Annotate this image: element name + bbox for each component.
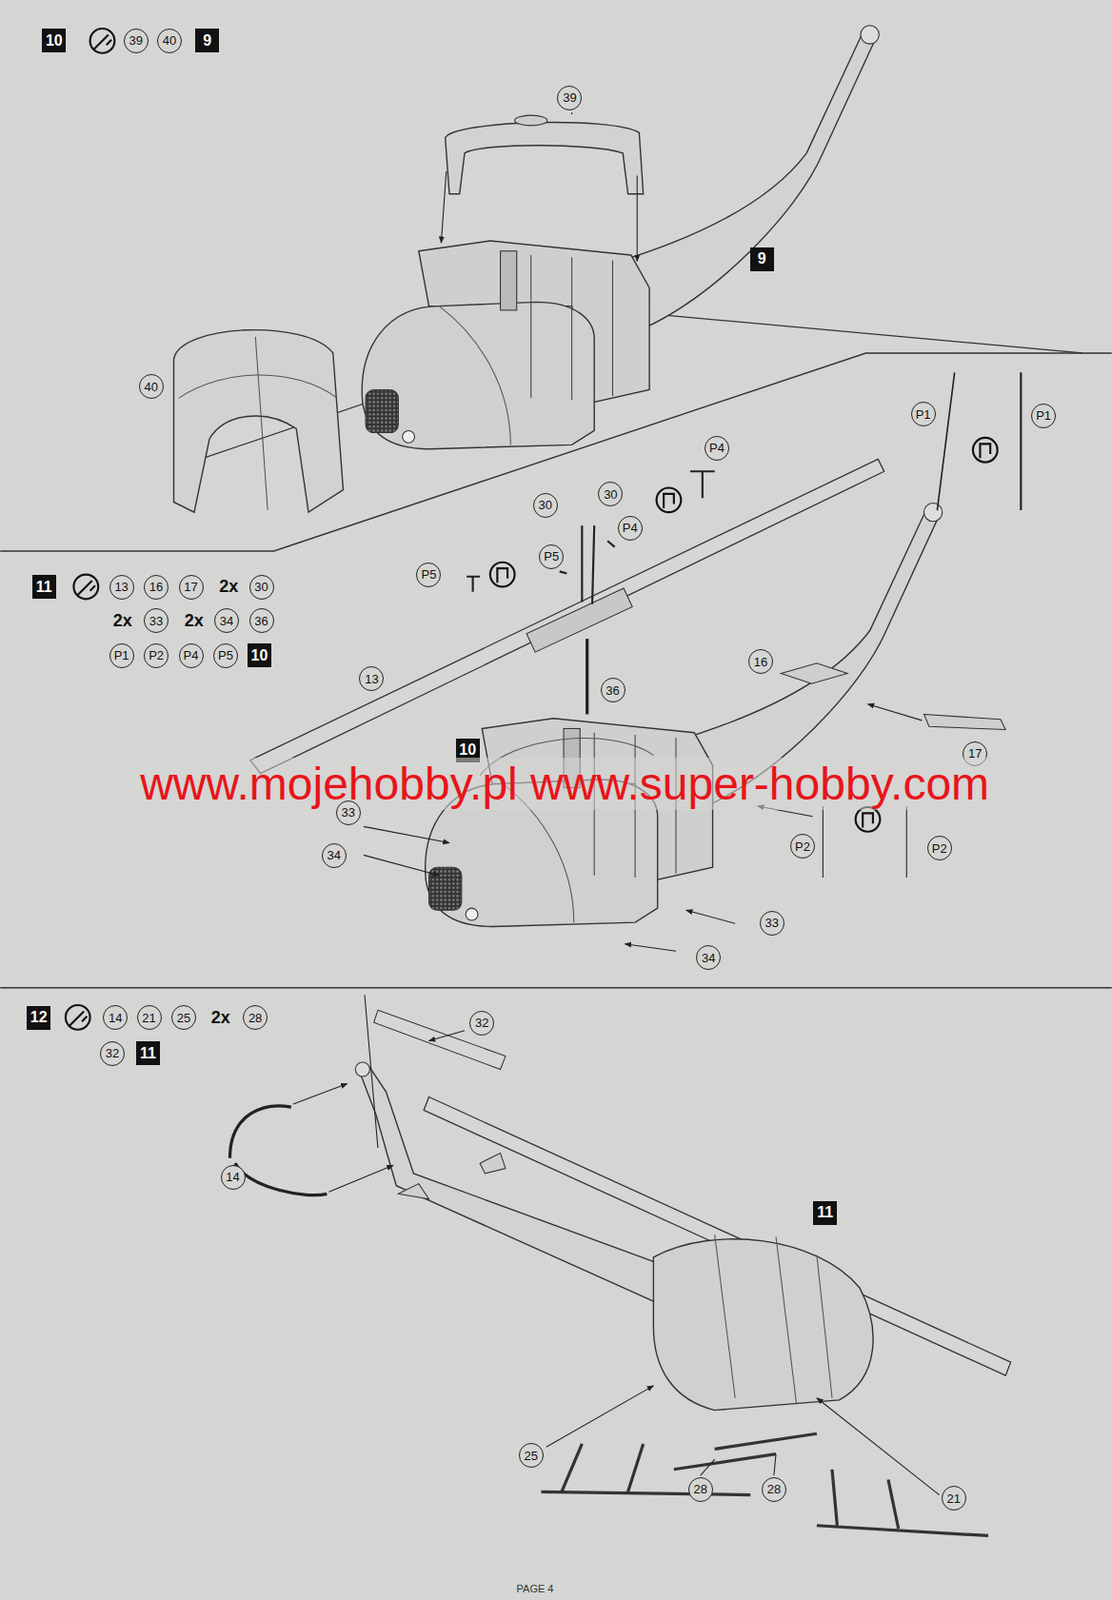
- callout-number: P5: [538, 544, 564, 570]
- callout-number: 39: [556, 85, 582, 111]
- callout-number: P2: [143, 643, 169, 669]
- callout-number: P4: [617, 516, 643, 541]
- callout-number: 16: [748, 649, 774, 675]
- callout-number: 39: [123, 28, 149, 54]
- callout-number: P4: [704, 436, 730, 461]
- callout-number: 14: [102, 1005, 128, 1031]
- callout-number: 21: [941, 1486, 967, 1511]
- callout-number: 28: [688, 1477, 714, 1503]
- callout-number: 34: [321, 843, 347, 869]
- step-number: 11: [813, 1201, 837, 1226]
- callout-number: P1: [1031, 403, 1056, 429]
- callout-number: P1: [911, 401, 936, 427]
- callout-number: P1: [109, 643, 135, 669]
- quantity-label: 2x: [217, 576, 240, 597]
- callout-number: 30: [533, 493, 558, 518]
- watermark: www.mojehobby.pl www.super-hobby.com: [138, 757, 992, 811]
- callout-number: P2: [927, 835, 953, 861]
- step-number: 11: [32, 575, 57, 599]
- callout-number: 13: [358, 666, 384, 692]
- callout-number: 25: [518, 1443, 544, 1469]
- step-number: 11: [136, 1041, 160, 1066]
- callout-number: 30: [249, 575, 275, 600]
- callout-number: 33: [336, 800, 361, 826]
- step-number: 9: [750, 247, 775, 272]
- callout-number: 40: [139, 374, 164, 399]
- callout-number: P5: [416, 562, 441, 588]
- quantity-label: 2x: [182, 611, 206, 632]
- callout-number: 14: [220, 1165, 246, 1191]
- page-number: PAGE 4: [516, 1583, 555, 1595]
- callout-number: 17: [178, 575, 204, 600]
- callout-number: 34: [214, 608, 239, 634]
- step-number: 10: [247, 643, 272, 668]
- callout-number: 21: [137, 1005, 162, 1031]
- step-number: 12: [26, 1006, 51, 1031]
- callout-number: 30: [597, 481, 623, 507]
- callout-number: 33: [143, 608, 169, 634]
- step-number: 10: [41, 28, 66, 53]
- callout-number: 40: [157, 28, 182, 54]
- callout-number: 16: [143, 575, 169, 600]
- quantity-label: 2x: [111, 611, 135, 632]
- callout-number: 13: [109, 575, 135, 600]
- callout-number: 32: [469, 1011, 495, 1036]
- callout-number: 36: [249, 608, 275, 634]
- callout-number: P5: [213, 643, 239, 669]
- quantity-label: 2x: [209, 1008, 233, 1029]
- callout-number: 25: [171, 1005, 197, 1031]
- step-number: 9: [195, 28, 219, 53]
- callout-number: 34: [695, 945, 721, 971]
- callout-number: 28: [761, 1477, 787, 1503]
- callout-number: 32: [99, 1041, 125, 1067]
- callout-number: 28: [242, 1005, 268, 1031]
- callout-number: 33: [759, 911, 785, 936]
- callout-number: P2: [790, 834, 815, 859]
- callout-number: 36: [600, 677, 626, 703]
- callout-number: P4: [178, 643, 204, 669]
